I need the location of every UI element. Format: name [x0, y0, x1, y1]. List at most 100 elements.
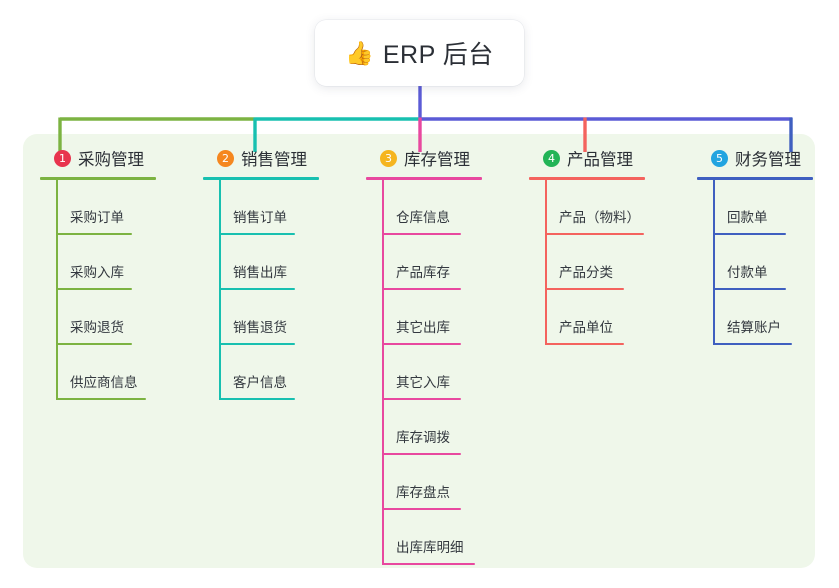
child-item-underline — [56, 343, 132, 345]
child-item[interactable]: 产品分类 — [529, 235, 645, 290]
column-stem — [219, 180, 221, 400]
child-item-underline — [382, 233, 461, 235]
child-item[interactable]: 其它入库 — [366, 345, 482, 400]
child-item-underline — [382, 398, 461, 400]
child-item-underline — [219, 233, 295, 235]
column-header-2[interactable]: 2 销售管理 — [203, 146, 319, 170]
column-header-3[interactable]: 3 库存管理 — [366, 146, 482, 170]
child-item-underline — [56, 398, 146, 400]
child-item[interactable]: 供应商信息 — [40, 345, 156, 400]
column-title: 销售管理 — [241, 151, 307, 169]
child-item[interactable]: 回款单 — [697, 180, 813, 235]
column-number-badge: 4 — [543, 149, 560, 167]
child-item-label: 采购退货 — [70, 320, 124, 335]
child-item-underline — [382, 453, 461, 455]
child-item-underline — [56, 233, 132, 235]
child-item-underline — [382, 288, 461, 290]
child-item-label: 出库库明细 — [396, 540, 464, 555]
child-item-label: 产品（物料） — [559, 210, 640, 225]
column-采购管理: 1 采购管理采购订单采购入库采购退货供应商信息 — [40, 146, 156, 400]
child-item[interactable]: 其它出库 — [366, 290, 482, 345]
child-item[interactable]: 采购订单 — [40, 180, 156, 235]
child-item[interactable]: 库存盘点 — [366, 455, 482, 510]
column-children: 采购订单采购入库采购退货供应商信息 — [40, 180, 156, 400]
child-item-underline — [219, 343, 295, 345]
column-stem — [382, 180, 384, 565]
column-number-badge: 5 — [711, 149, 728, 167]
child-item-label: 付款单 — [727, 265, 768, 280]
column-stem — [713, 180, 715, 345]
child-item[interactable]: 仓库信息 — [366, 180, 482, 235]
child-item[interactable]: 出库库明细 — [366, 510, 482, 565]
column-title: 财务管理 — [735, 151, 801, 169]
diagram-panel — [23, 134, 815, 568]
child-item-underline — [219, 398, 295, 400]
column-title: 库存管理 — [404, 151, 470, 169]
column-underline — [203, 177, 319, 180]
child-item[interactable]: 结算账户 — [697, 290, 813, 345]
child-item-underline — [545, 233, 644, 235]
child-item-label: 产品库存 — [396, 265, 450, 280]
column-title: 产品管理 — [567, 151, 633, 169]
child-item-underline — [545, 288, 624, 290]
column-children: 销售订单销售出库销售退货客户信息 — [203, 180, 319, 400]
column-number-badge: 3 — [380, 149, 397, 167]
child-item[interactable]: 销售退货 — [203, 290, 319, 345]
child-item[interactable]: 产品库存 — [366, 235, 482, 290]
column-销售管理: 2 销售管理销售订单销售出库销售退货客户信息 — [203, 146, 319, 400]
child-item-label: 库存盘点 — [396, 485, 450, 500]
column-underline — [40, 177, 156, 180]
column-underline — [366, 177, 482, 180]
child-item[interactable]: 采购入库 — [40, 235, 156, 290]
child-item[interactable]: 库存调拨 — [366, 400, 482, 455]
child-item-underline — [219, 288, 295, 290]
child-item[interactable]: 产品（物料） — [529, 180, 645, 235]
child-item-label: 其它出库 — [396, 320, 450, 335]
child-item-label: 客户信息 — [233, 375, 287, 390]
child-item-underline — [545, 343, 624, 345]
column-children: 产品（物料） 产品分类产品单位 — [529, 180, 645, 345]
column-header-1[interactable]: 1 采购管理 — [40, 146, 156, 170]
column-underline — [697, 177, 813, 180]
column-stem — [545, 180, 547, 345]
child-item-underline — [382, 343, 461, 345]
child-item-label: 销售出库 — [233, 265, 287, 280]
child-item-label: 销售退货 — [233, 320, 287, 335]
child-item[interactable]: 付款单 — [697, 235, 813, 290]
column-children: 仓库信息产品库存其它出库其它入库库存调拨库存盘点出库库明细 — [366, 180, 482, 565]
child-item-underline — [56, 288, 132, 290]
column-header-5[interactable]: 5 财务管理 — [697, 146, 813, 170]
child-item-label: 产品分类 — [559, 265, 613, 280]
child-item-underline — [713, 288, 786, 290]
child-item[interactable]: 产品单位 — [529, 290, 645, 345]
column-number-badge: 2 — [217, 149, 234, 167]
child-item[interactable]: 客户信息 — [203, 345, 319, 400]
child-item-label: 产品单位 — [559, 320, 613, 335]
child-item[interactable]: 采购退货 — [40, 290, 156, 345]
column-underline — [529, 177, 645, 180]
child-item-underline — [382, 508, 461, 510]
child-item-label: 供应商信息 — [70, 375, 138, 390]
column-stem — [56, 180, 58, 400]
column-children: 回款单付款单结算账户 — [697, 180, 813, 345]
column-title: 采购管理 — [78, 151, 144, 169]
child-item-label: 采购入库 — [70, 265, 124, 280]
child-item[interactable]: 销售订单 — [203, 180, 319, 235]
child-item-label: 库存调拨 — [396, 430, 450, 445]
child-item-label: 回款单 — [727, 210, 768, 225]
column-财务管理: 5 财务管理回款单付款单结算账户 — [697, 146, 813, 345]
child-item-label: 仓库信息 — [396, 210, 450, 225]
thumbs-up-icon: 👍 — [345, 39, 374, 66]
column-产品管理: 4 产品管理产品（物料） 产品分类产品单位 — [529, 146, 645, 345]
child-item-label: 采购订单 — [70, 210, 124, 225]
column-number-badge: 1 — [54, 149, 71, 167]
child-item-label: 销售订单 — [233, 210, 287, 225]
child-item-label: 其它入库 — [396, 375, 450, 390]
child-item-underline — [713, 233, 786, 235]
root-node[interactable]: 👍 ERP 后台 — [315, 20, 524, 86]
child-item[interactable]: 销售出库 — [203, 235, 319, 290]
column-header-4[interactable]: 4 产品管理 — [529, 146, 645, 170]
child-item-underline — [713, 343, 792, 345]
root-node-label: ERP 后台 — [382, 41, 494, 69]
